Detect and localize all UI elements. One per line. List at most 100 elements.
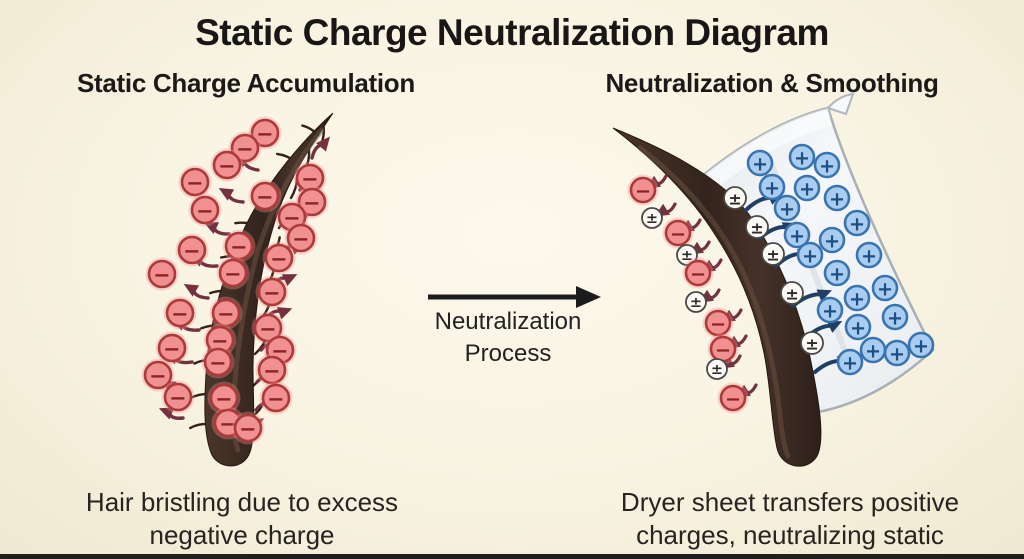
pos-charge-icon: +: [793, 174, 821, 202]
neg-charge-icon: −: [155, 331, 189, 365]
svg-text:−: −: [209, 351, 226, 375]
neutral-charge-icon: ±: [641, 207, 663, 229]
svg-text:−: −: [217, 302, 234, 326]
neg-charge-icon: −: [216, 256, 250, 290]
arrow-icon: [183, 284, 210, 300]
svg-text:+: +: [764, 177, 780, 200]
pos-charge-icon: +: [823, 184, 851, 212]
svg-text:−: −: [263, 281, 280, 305]
svg-text:−: −: [186, 171, 203, 195]
right-caption-line2: charges, neutralizing static: [636, 520, 944, 550]
pos-charge-icon: +: [796, 241, 824, 269]
neg-charge-icon: −: [207, 381, 241, 415]
svg-text:+: +: [887, 307, 903, 330]
left-caption: Hair bristling due to excess negative ch…: [32, 486, 452, 552]
pos-charge-icon: +: [758, 173, 786, 201]
svg-text:+: +: [779, 198, 795, 221]
pos-charge-icon: +: [844, 313, 872, 341]
svg-text:−: −: [283, 206, 300, 230]
neg-charge-icon: −: [702, 307, 734, 339]
neutral-charge-icon: ±: [706, 358, 728, 380]
pos-charge-icon: +: [883, 339, 911, 367]
svg-text:−: −: [215, 387, 232, 411]
arrow-icon: [310, 136, 330, 160]
neutral-charge-icon: ±: [800, 331, 824, 355]
svg-text:±: ±: [690, 295, 702, 311]
svg-text:±: ±: [750, 219, 763, 238]
svg-text:±: ±: [785, 285, 798, 304]
neg-charge-icon: −: [175, 233, 209, 267]
neg-charge-icon: −: [178, 165, 212, 199]
pos-charge-icon: +: [881, 303, 909, 331]
svg-text:−: −: [715, 339, 731, 362]
neg-charge-icon: −: [262, 241, 296, 275]
neg-charge-icon: −: [163, 296, 197, 330]
svg-text:−: −: [149, 364, 166, 388]
svg-text:+: +: [794, 147, 810, 170]
right-hair-highlight: [637, 145, 791, 459]
svg-text:+: +: [789, 225, 805, 248]
bottom-bar: [0, 554, 1024, 559]
sheet-fold-highlight: [700, 108, 832, 192]
svg-text:−: −: [169, 386, 186, 410]
neg-charge-icon: −: [259, 381, 293, 415]
neg-charge-icon: −: [209, 296, 243, 330]
svg-text:±: ±: [681, 248, 693, 264]
neg-charge-icon: −: [141, 358, 175, 392]
svg-text:−: −: [301, 167, 318, 191]
neutral-charge-icon: ±: [761, 242, 785, 266]
svg-text:−: −: [635, 180, 651, 203]
neg-charge-icon: −: [627, 174, 659, 206]
svg-text:−: −: [153, 263, 170, 287]
pos-charge-icon: +: [818, 226, 846, 254]
svg-text:−: −: [267, 387, 284, 411]
neg-charge-icon: −: [284, 221, 318, 255]
neutral-charge-icon: ±: [745, 215, 769, 239]
neg-charge-icon: −: [231, 411, 265, 445]
pos-charge-icon: +: [746, 149, 774, 177]
svg-text:−: −: [230, 235, 247, 259]
arrow-icon: [158, 407, 185, 420]
neg-charge-icon: −: [188, 193, 222, 227]
neg-charge-icon: −: [717, 382, 749, 414]
svg-text:+: +: [829, 263, 845, 286]
svg-text:+: +: [829, 188, 845, 211]
pos-charge-icon: +: [788, 143, 816, 171]
pos-charge-icon: +: [843, 284, 871, 312]
svg-text:−: −: [218, 154, 235, 178]
right-caption-line1: Dryer sheet transfers positive: [620, 487, 960, 517]
pos-charge-icon: +: [816, 296, 844, 324]
pos-charge-icon: +: [843, 209, 871, 237]
svg-text:−: −: [256, 185, 273, 209]
pos-charge-icon: +: [823, 259, 851, 287]
svg-text:+: +: [889, 343, 905, 366]
process-label-line2: Process: [464, 340, 552, 367]
neutral-charge-icon: ±: [685, 291, 707, 313]
svg-text:−: −: [710, 313, 726, 336]
svg-text:−: −: [196, 199, 213, 223]
svg-text:−: −: [725, 388, 741, 411]
neg-charge-icon: −: [255, 275, 289, 309]
svg-text:+: +: [822, 300, 838, 323]
svg-text:+: +: [877, 278, 893, 301]
svg-text:−: −: [236, 137, 253, 161]
svg-text:+: +: [865, 340, 881, 363]
svg-text:−: −: [690, 263, 706, 286]
pos-charge-icon: +: [836, 348, 864, 376]
svg-text:±: ±: [766, 246, 779, 265]
pos-charge-icon: +: [855, 241, 883, 269]
left-charges: −−−−−−−−−−−−−−−−−−−−−−−−−−−−−−: [141, 116, 329, 445]
neg-charge-icon: −: [248, 179, 282, 213]
left-panel-heading: Static Charge Accumulation: [77, 68, 415, 98]
svg-text:−: −: [303, 191, 320, 215]
svg-text:−: −: [263, 359, 280, 383]
svg-text:−: −: [670, 223, 686, 246]
page-title: Static Charge Neutralization Diagram: [195, 12, 829, 53]
pos-charge-icon: +: [859, 336, 887, 364]
svg-text:−: −: [239, 417, 256, 441]
arrow-icon: [218, 188, 245, 204]
svg-text:−: −: [224, 262, 241, 286]
neg-charge-icon: −: [201, 345, 235, 379]
